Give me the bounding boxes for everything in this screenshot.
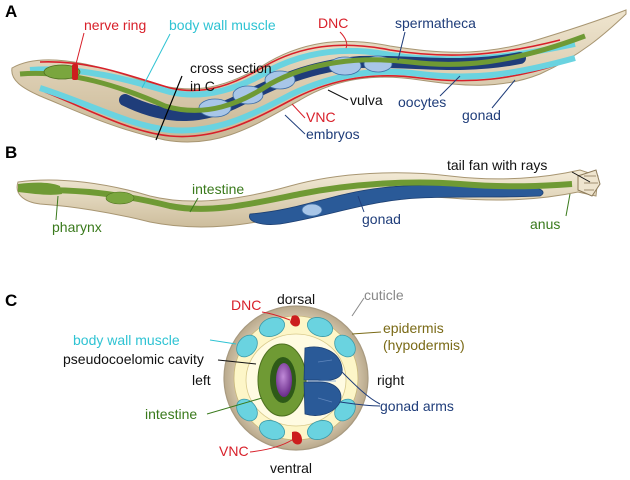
panel-b: B tail fan with rays intestine pharynx g…	[5, 143, 601, 235]
panel-c-leader-body-wall-muscle	[209, 339, 237, 345]
panel-a-ventral-nerve-cord	[44, 63, 561, 138]
panel-a-label-gonad: gonad	[462, 107, 501, 123]
panel-b-leader-intestine	[189, 197, 199, 213]
panel-c-leader-dnc	[261, 311, 291, 321]
panel-a-label-cross-section-1: cross section	[190, 60, 272, 76]
panel-c-label-left: left	[192, 372, 211, 388]
panel-c-label-gonad-arms: gonad arms	[380, 398, 454, 414]
panel-b-leader-tail-fan	[571, 171, 591, 183]
panel-c-leader-epidermis	[351, 331, 382, 335]
panel-c-intestinal-lumen	[276, 363, 292, 397]
panel-c-body-wall-muscle	[307, 317, 333, 337]
panel-c-gonad-arm	[303, 346, 343, 381]
panel-a-leader-spermatheca	[397, 31, 406, 61]
panel-c-label-epidermis-1: epidermis	[383, 320, 444, 336]
panel-a-dorsal-nerve-cord	[39, 39, 561, 92]
panel-c-label-ventral: ventral	[270, 460, 312, 476]
panel-b-embryo	[301, 203, 323, 217]
panel-b-label-gonad: gonad	[362, 211, 401, 227]
panel-a-label-vulva: vulva	[350, 92, 383, 108]
panel-a-leader-embryos	[284, 114, 306, 135]
panel-a-label-spermatheca: spermatheca	[395, 15, 476, 31]
panel-c-label-dorsal: dorsal	[277, 291, 315, 307]
panel-b-label-pharynx: pharynx	[52, 219, 102, 235]
panel-a: A nerve ring body wall muscle DNC sperma…	[5, 2, 627, 143]
panel-a-leader-vulva	[327, 89, 349, 101]
panel-c-label-dnc: DNC	[231, 297, 261, 313]
panel-c-label-body-wall-muscle: body wall muscle	[73, 332, 180, 348]
panel-b-pharynx-bulb	[105, 191, 135, 205]
panel-a-label-vnc: VNC	[306, 109, 336, 125]
panel-a-leader-vnc	[291, 103, 306, 119]
panel-a-leader-dnc	[339, 31, 348, 49]
panel-c-vnc	[292, 431, 302, 445]
panel-c-label-pseudocoelomic-cavity: pseudocoelomic cavity	[63, 351, 204, 367]
panel-c-body-wall-muscle	[236, 334, 258, 358]
panel-c-leader-pseudocoelomic-cavity	[217, 359, 257, 365]
panel-a-leader-body-wall-muscle	[141, 33, 171, 89]
panel-a-pharynx-bulb	[43, 64, 81, 80]
panel-b-label-tail-fan: tail fan with rays	[447, 157, 547, 173]
panel-a-label-dnc: DNC	[318, 15, 348, 31]
panel-a-leader-gonad	[491, 79, 516, 109]
panel-c-gonad-divider	[317, 397, 333, 403]
panel-a-nerve-ring	[72, 64, 78, 80]
panel-c-body-wall-muscle	[307, 420, 333, 440]
panel-c-leader-gonad-arm-lower	[339, 401, 381, 407]
panel-c-leader-intestine	[206, 397, 263, 415]
panel-b-label-intestine: intestine	[192, 181, 244, 197]
panel-c-body-wall-muscle	[259, 420, 285, 440]
panel-c-gonad-divider	[317, 359, 333, 363]
panel-a-label-cross-section-2: in C	[190, 78, 215, 94]
panel-b-leader-gonad	[357, 195, 365, 213]
panel-c-leader-cuticle	[351, 297, 365, 317]
panel-a-label-oocytes: oocytes	[398, 94, 446, 110]
panel-c-label-vnc: VNC	[219, 443, 249, 459]
panel-c-body-wall-muscle	[236, 398, 258, 422]
panel-a-label-body-wall-muscle: body wall muscle	[169, 17, 276, 33]
panel-a-leader-oocytes	[439, 75, 461, 97]
panel-c-body-wall-muscle	[334, 334, 356, 358]
panel-b-leader-pharynx	[55, 195, 59, 221]
panel-c-body-wall-muscle	[259, 317, 285, 337]
panel-a-leader-nerve-ring	[75, 32, 85, 65]
panel-c: C dorsal DNC cuticle ep	[5, 287, 465, 476]
panel-c-label-right: right	[377, 372, 404, 388]
panel-c-leader-gonad-arm-upper	[341, 371, 381, 405]
panel-c-leader-vnc	[249, 439, 293, 453]
panel-c-label-epidermis-2: (hypodermis)	[383, 337, 465, 353]
panel-b-gonad	[249, 184, 544, 225]
panel-a-cross-section-line	[155, 75, 183, 141]
panel-a-label-nerve-ring: nerve ring	[84, 17, 146, 33]
panel-a-muscle-band-ventral	[39, 55, 576, 134]
panel-b-leader-anus	[565, 193, 571, 217]
panel-a-label-embryos: embryos	[306, 126, 360, 142]
panel-c-label-intestine: intestine	[145, 406, 197, 422]
panel-c-letter: C	[5, 291, 17, 310]
panel-b-pharynx	[18, 182, 62, 195]
panel-a-intestine	[19, 33, 586, 113]
panel-a-letter: A	[5, 2, 17, 21]
panel-b-letter: B	[5, 143, 17, 162]
panel-b-label-anus: anus	[530, 216, 560, 232]
panel-c-dnc	[290, 315, 300, 327]
panel-c-label-cuticle: cuticle	[364, 287, 404, 303]
